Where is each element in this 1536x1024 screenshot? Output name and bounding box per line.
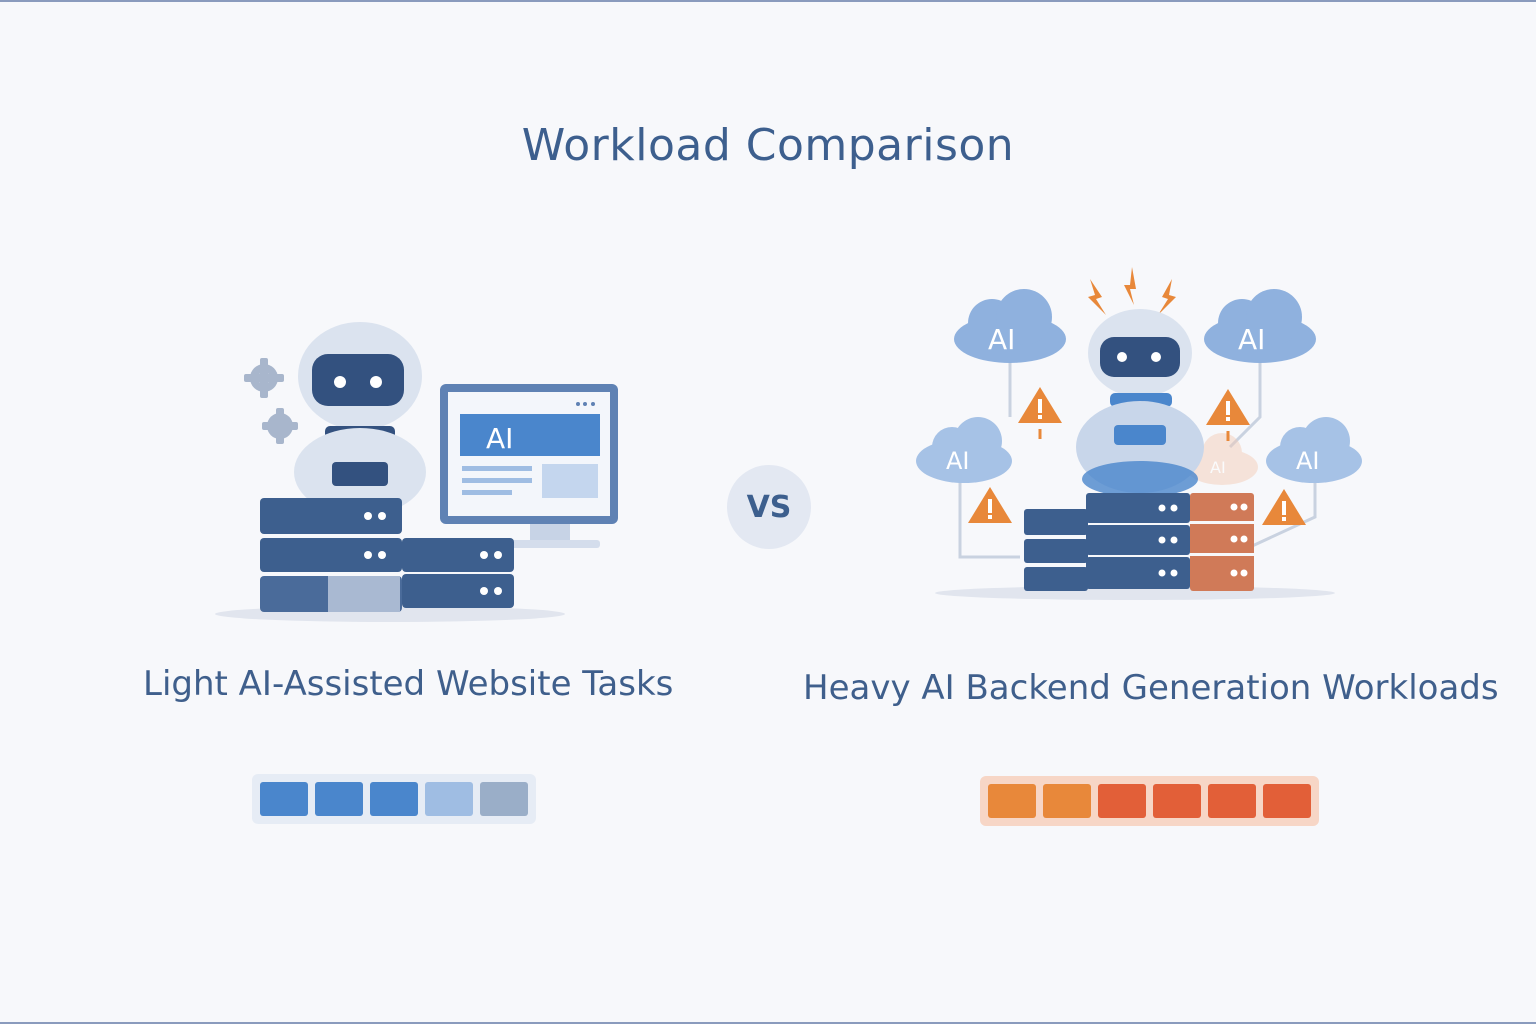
warning-icon — [968, 487, 1012, 523]
svg-text:AI: AI — [1238, 323, 1265, 356]
robot-icon — [1076, 309, 1204, 497]
cloud-icon: AI — [916, 417, 1012, 483]
svg-text:AI: AI — [988, 323, 1015, 356]
meter-segment — [370, 782, 418, 816]
light-workload-illustration: AI — [215, 322, 618, 622]
lightning-icon — [1088, 267, 1176, 315]
cloud-icon: AI — [1186, 433, 1258, 485]
server-stack-icon — [260, 498, 514, 612]
robot-icon — [294, 322, 426, 516]
monitor-label: AI — [486, 422, 513, 455]
meter-segment — [1208, 784, 1256, 818]
cloud-icon: AI — [1266, 417, 1362, 483]
light-load-meter — [252, 774, 536, 824]
vs-badge: VS — [727, 465, 811, 549]
svg-text:AI: AI — [946, 447, 970, 475]
meter-segment — [1263, 784, 1311, 818]
meter-segment — [988, 784, 1036, 818]
meter-segment — [1043, 784, 1091, 818]
meter-segment — [1153, 784, 1201, 818]
page-title: Workload Comparison — [521, 120, 1015, 171]
heavy-workload-illustration: AI AI AI AI AI — [916, 267, 1362, 600]
server-stack-icon — [1024, 493, 1254, 591]
gear-icon — [262, 408, 298, 444]
meter-segment — [1098, 784, 1146, 818]
svg-text:AI: AI — [1296, 447, 1320, 475]
monitor-icon: AI — [440, 384, 618, 548]
cloud-icon: AI — [954, 289, 1066, 363]
warning-icon — [1206, 389, 1250, 441]
svg-text:AI: AI — [1210, 458, 1226, 477]
meter-segment — [260, 782, 308, 816]
light-workload-caption: Light AI-Assisted Website Tasks — [143, 664, 674, 704]
heavy-load-meter — [980, 776, 1319, 826]
meter-segment — [480, 782, 528, 816]
warning-icon — [1018, 387, 1062, 439]
warning-icon — [1262, 489, 1306, 525]
gear-icon — [244, 358, 284, 398]
meter-segment — [315, 782, 363, 816]
heavy-workload-caption: Heavy AI Backend Generation Workloads — [803, 668, 1499, 708]
meter-segment — [425, 782, 473, 816]
cloud-icon: AI — [1204, 289, 1316, 363]
